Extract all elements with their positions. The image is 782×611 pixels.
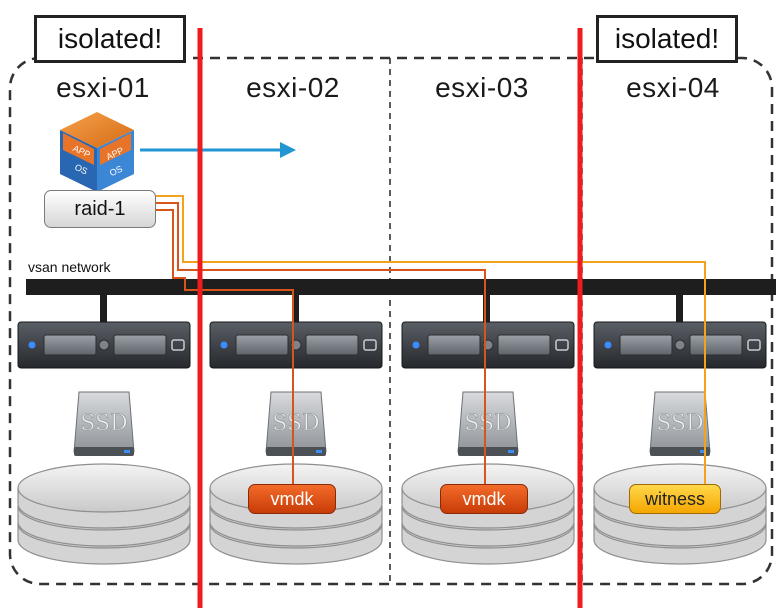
vm-icon: APP APP OS OS xyxy=(60,112,134,192)
component-paths xyxy=(156,195,706,485)
network-label: vsan network xyxy=(28,259,111,275)
vsan-network xyxy=(26,279,776,322)
vm-os-label: OS xyxy=(73,162,89,177)
host-label: esxi-04 xyxy=(626,72,720,103)
ssd-text: SSD xyxy=(464,411,511,436)
host-label: esxi-03 xyxy=(435,72,529,103)
server-chassis xyxy=(593,321,767,369)
ssd-icon: SSD xyxy=(265,391,327,456)
disk-stack xyxy=(209,463,383,565)
ssd-icon: SSD xyxy=(649,391,711,456)
host-label: esxi-01 xyxy=(56,72,150,103)
ssd-icon: SSD xyxy=(457,391,519,456)
cluster-border xyxy=(8,56,774,586)
isolated-label: isolated! xyxy=(34,15,186,63)
ssd-icon: SSD xyxy=(73,391,135,456)
server-chassis xyxy=(401,321,575,369)
raid-1-object: raid-1 xyxy=(44,190,156,228)
witness-component: witness xyxy=(629,484,721,514)
vm-os-label: OS xyxy=(108,164,124,179)
server-chassis xyxy=(209,321,383,369)
vmdk-component: vmdk xyxy=(248,484,336,514)
vmotion-arrow xyxy=(140,142,296,158)
server-chassis xyxy=(17,321,191,369)
disk-stack xyxy=(593,463,767,565)
vmdk-component: vmdk xyxy=(440,484,528,514)
disk-stack xyxy=(17,463,191,565)
disk-stack xyxy=(401,463,575,565)
host-label: esxi-02 xyxy=(246,72,340,103)
isolated-label: isolated! xyxy=(596,15,738,63)
ssd-text: SSD xyxy=(656,411,703,436)
ssd-text: SSD xyxy=(272,411,319,436)
ssd-text: SSD xyxy=(80,411,127,436)
